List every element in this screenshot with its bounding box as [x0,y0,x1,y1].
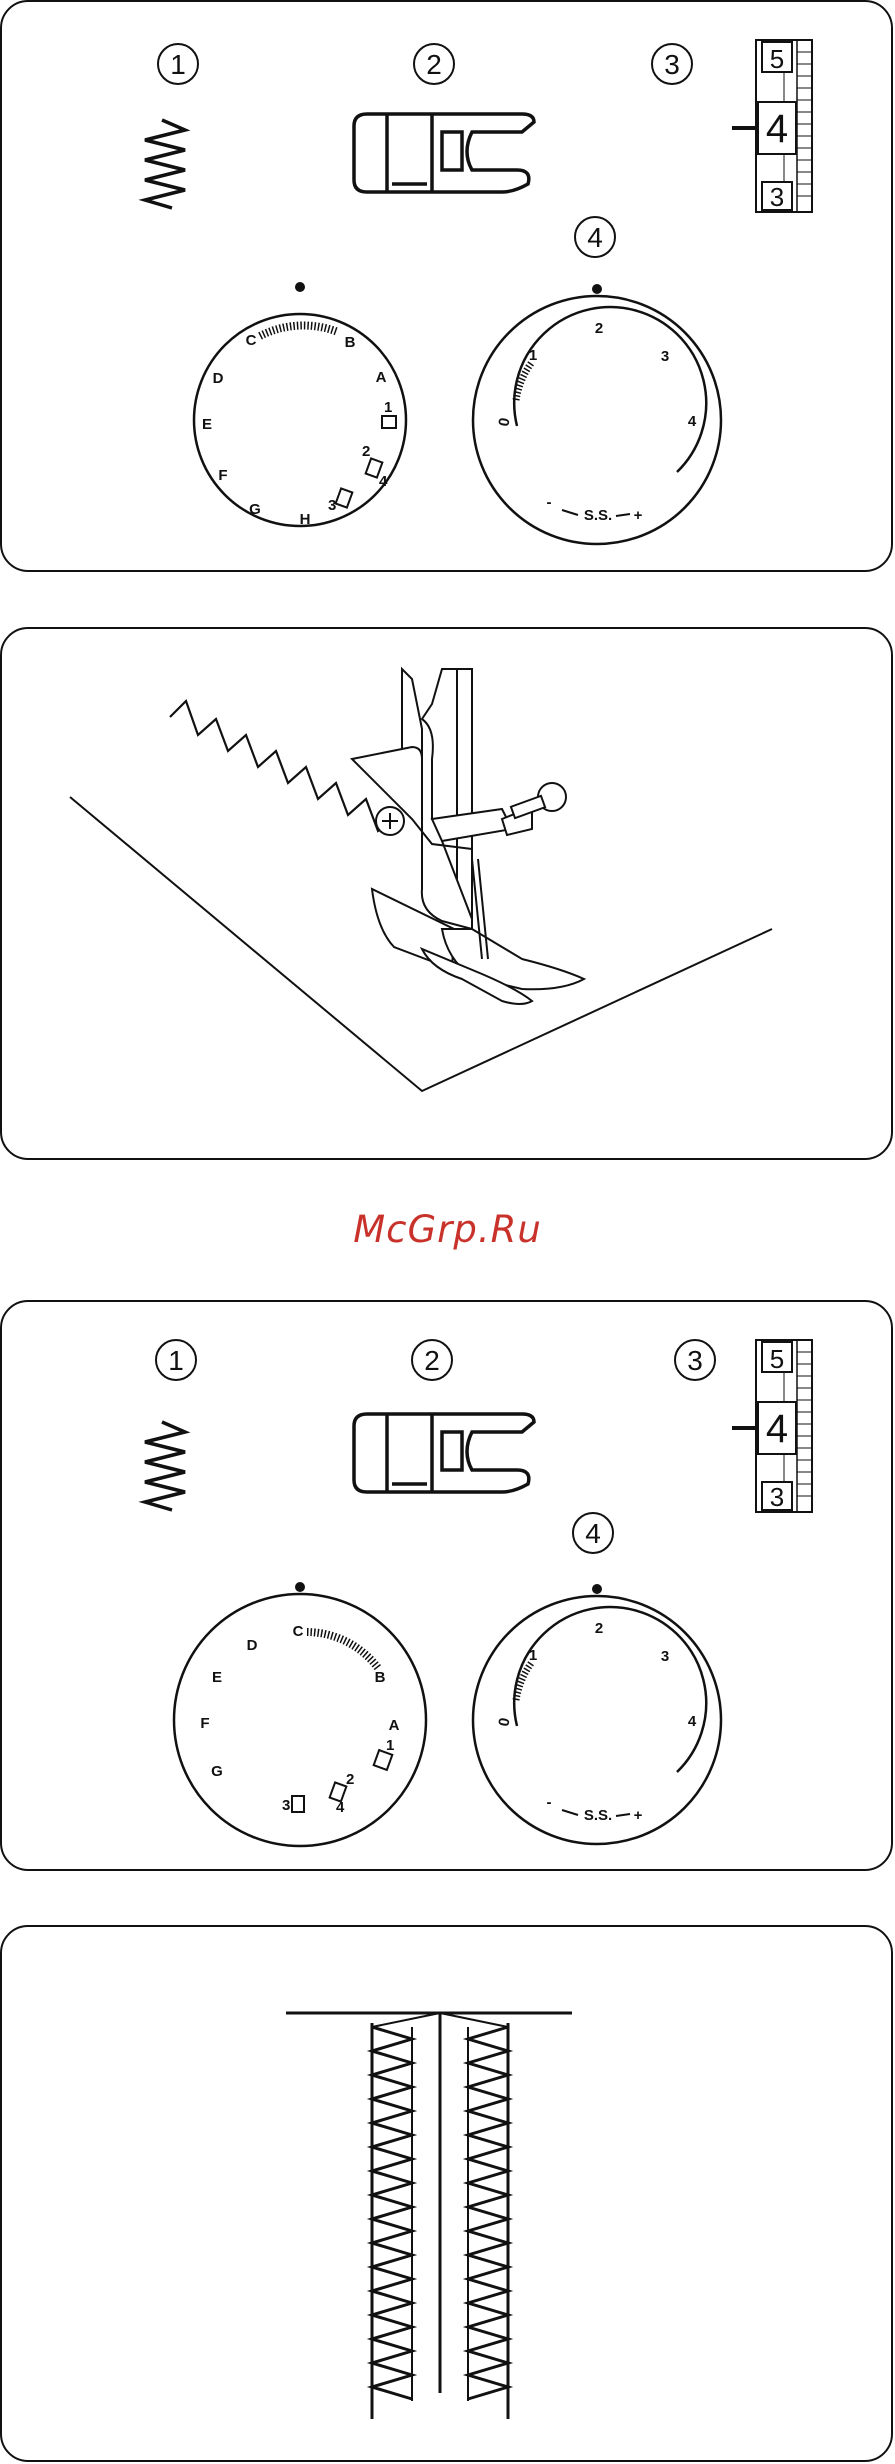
zigzag-seam-left [372,2027,412,2399]
svg-text:2: 2 [595,320,603,337]
zigzag-foot-icon [354,114,534,192]
svg-text:H: H [300,511,311,528]
label-stitch-selector: 1 [156,1340,196,1380]
svg-text:E: E [202,416,212,433]
svg-text:D: D [247,1637,258,1654]
svg-text:1: 1 [386,1737,394,1754]
svg-text:S.S.: S.S. [584,507,612,524]
svg-text:+: + [634,1807,643,1824]
zigzag-stitch-icon [145,1422,185,1510]
svg-text:A: A [389,1717,400,1734]
label-thread-tension: 4 [575,217,615,257]
svg-text:5: 5 [770,1344,784,1374]
thread-tension-dial[interactable]: 0 1 2 3 4 S.S. + - [473,284,721,544]
svg-text:2: 2 [595,1620,603,1637]
svg-text:G: G [249,501,261,518]
dial-marker [295,282,305,292]
label-presser-foot: 2 [414,44,454,84]
watermark-text: McGrp.Ru [0,1208,895,1251]
presser-foot-illustration [352,669,584,1004]
svg-text:3: 3 [661,348,669,365]
svg-text:1: 1 [170,49,186,80]
seam-illustration-panel [0,1925,893,2462]
svg-text:E: E [212,1669,222,1686]
svg-text:4: 4 [587,222,603,253]
svg-text:0: 0 [495,1717,513,1728]
svg-text:B: B [375,1669,386,1686]
pattern-selector-dial[interactable]: C B A D E F G H 1 2 3 4 [194,282,406,528]
svg-text:4: 4 [766,107,788,151]
svg-text:2: 2 [424,1345,440,1376]
label-stitch-selector: 1 [158,44,198,84]
svg-text:4: 4 [766,1407,788,1451]
svg-text:5: 5 [770,44,784,74]
zigzag-seam [170,701,388,831]
svg-text:G: G [211,1763,223,1780]
label-thread-tension: 4 [573,1513,613,1553]
svg-text:0: 0 [495,417,513,428]
settings-panel-1: 1 2 3 4 5 4 [0,0,893,572]
stitch-length-scale: 5 4 3 [732,1340,812,1512]
svg-text:S.S.: S.S. [584,1807,612,1824]
svg-text:4: 4 [688,413,697,430]
svg-text:B: B [345,334,356,351]
label-presser-foot: 2 [412,1340,452,1380]
svg-text:F: F [218,467,227,484]
thread-tension-dial[interactable]: 0 1 2 3 4 S.S. + - [473,1584,721,1844]
svg-text:2: 2 [362,443,370,460]
svg-text:3: 3 [687,1345,703,1376]
svg-text:1: 1 [384,399,392,416]
label-stitch-length: 3 [652,44,692,84]
svg-text:3: 3 [770,182,784,212]
svg-text:-: - [547,494,552,511]
svg-text:C: C [293,1623,304,1640]
svg-text:2: 2 [346,1771,354,1788]
pattern-selector-dial[interactable]: C B A D E F G 1 2 3 4 [174,1582,426,1846]
svg-text:3: 3 [770,1482,784,1512]
svg-text:3: 3 [328,497,336,514]
dial-marker [592,1584,602,1594]
svg-text:F: F [200,1715,209,1732]
svg-text:3: 3 [664,49,680,80]
sewing-illustration-panel [0,627,893,1160]
svg-text:D: D [213,370,224,387]
svg-text:2: 2 [426,49,442,80]
fabric-fold [372,2013,440,2027]
svg-text:3: 3 [282,1797,290,1814]
svg-text:3: 3 [661,1648,669,1665]
svg-text:4: 4 [688,1713,697,1730]
settings-panel-2: 1 2 3 4 5 4 [0,1300,893,1871]
dial-marker [295,1582,305,1592]
svg-text:1: 1 [168,1345,184,1376]
svg-text:+: + [634,507,643,524]
zigzag-seam-right [468,2027,508,2399]
svg-text:-: - [547,1794,552,1811]
svg-text:A: A [376,369,387,386]
svg-text:1: 1 [529,347,537,364]
fabric-fold [440,2013,508,2027]
svg-text:4: 4 [585,1518,601,1549]
zigzag-foot-icon [354,1414,534,1492]
stitch-length-scale: 5 4 3 [732,40,812,212]
svg-text:C: C [246,332,257,349]
svg-text:4: 4 [379,473,388,490]
svg-text:4: 4 [336,1799,345,1816]
svg-text:1: 1 [529,1647,537,1664]
label-stitch-length: 3 [675,1340,715,1380]
zigzag-stitch-icon [145,120,185,208]
dial-marker [592,284,602,294]
